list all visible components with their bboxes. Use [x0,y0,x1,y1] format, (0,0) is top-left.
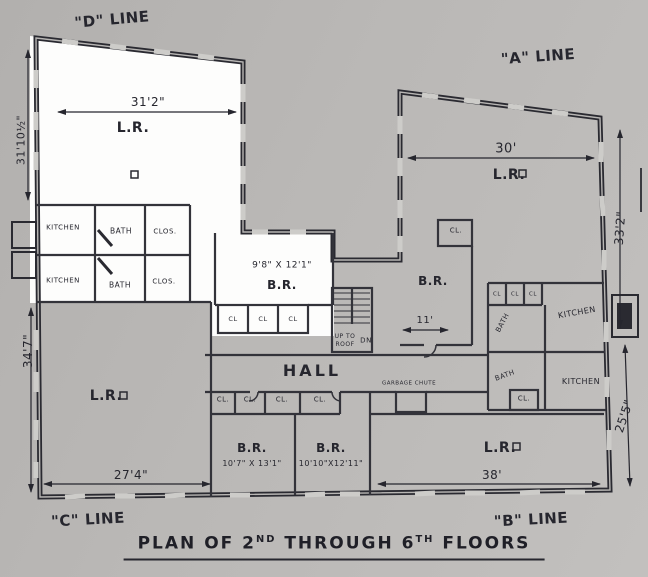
room-label-hall: HALL [282,361,342,380]
room-label-kitchen-2: KITCHEN [46,276,80,285]
plan-title-part-2: THROUGH 6 [276,533,416,554]
room-label-br-mid: B.R. [267,278,297,292]
closet-label-r2: CL [511,291,519,298]
room-label-kitchen-r2: KITCHEN [561,377,601,386]
dimension-d-width: 31'2" [130,95,166,109]
closet-label-hall-2: CL. [243,395,257,404]
stair-treads [334,292,370,324]
closet-label-mid-2: CL [258,314,268,323]
room-label-br-a: B.R. [418,274,448,288]
closet-label-mid-1: CL [228,314,238,323]
room-label-kitchen-1: KITCHEN [46,223,80,232]
dimension-arrows [25,49,633,493]
closet-label-mid-3: CL [288,314,298,323]
closet-label-r4: CL. [517,394,531,403]
room-label-bath-1: BATH [110,226,132,236]
plan-title-part-3: FLOORS [434,533,531,554]
stairs-dn-label: DN [360,336,372,345]
stairs-up-to-label: UP TO [334,333,356,340]
closet-label-hall-4: CL. [313,395,327,404]
plan-title-sup-1: ND [256,533,277,545]
kitchen-door-marks [96,229,114,275]
dimension-br1: 10'7" X 13'1" [222,459,282,468]
dimension-a-width: 30' [495,141,517,157]
closet-label-r3: CL [529,291,537,298]
dimension-b-width: 38' [481,468,503,482]
interior-walls [36,203,606,497]
closet-label-r1: CL [493,291,501,298]
closet-label-hall-3: CL. [275,395,289,404]
plan-title-sup-2: TH [415,533,435,545]
plan-title: PLAN OF 2ND THROUGH 6TH FLOORS [123,533,545,561]
dimension-a-height: 33'2" [611,210,629,246]
stairs-roof-label: ROOF [335,341,355,348]
window-marks [33,38,612,500]
room-label-lr-c: L.R. [89,388,123,404]
dimension-br-mid: 9'8" X 12'1" [252,260,312,271]
room-label-lr-b: L.R. [483,440,517,456]
door-swings [248,344,437,402]
room-label-br-2: B.R. [316,441,346,455]
room-label-lr-d: L.R. [116,120,150,136]
grid-line-label-c: "C" LINE [50,508,126,531]
room-label-lr-a: L.R. [492,167,526,183]
dimension-d-height: 31'10½" [14,114,28,166]
dimension-c-width: 27'4" [113,468,149,482]
room-label-clos-1: CLOS. [153,227,177,236]
dimension-left-height: 34'7" [21,333,35,369]
plan-title-part-1: PLAN OF 2 [137,533,256,554]
room-label-bath-2: BATH [109,280,131,290]
room-label-clos-2: CLOS. [152,277,176,286]
closet-label-a: CL. [449,226,463,235]
room-label-br-1: B.R. [237,441,267,455]
dimension-hall-left: 11' [416,315,434,326]
garbage-chute-label: GARBAGE CHUTE [381,380,437,387]
dimension-br2: 10'10"X12'11" [298,459,364,468]
column-markers [119,169,527,451]
grid-line-label-b: "B" LINE [493,508,569,531]
closet-label-hall-1: CL. [216,395,230,404]
